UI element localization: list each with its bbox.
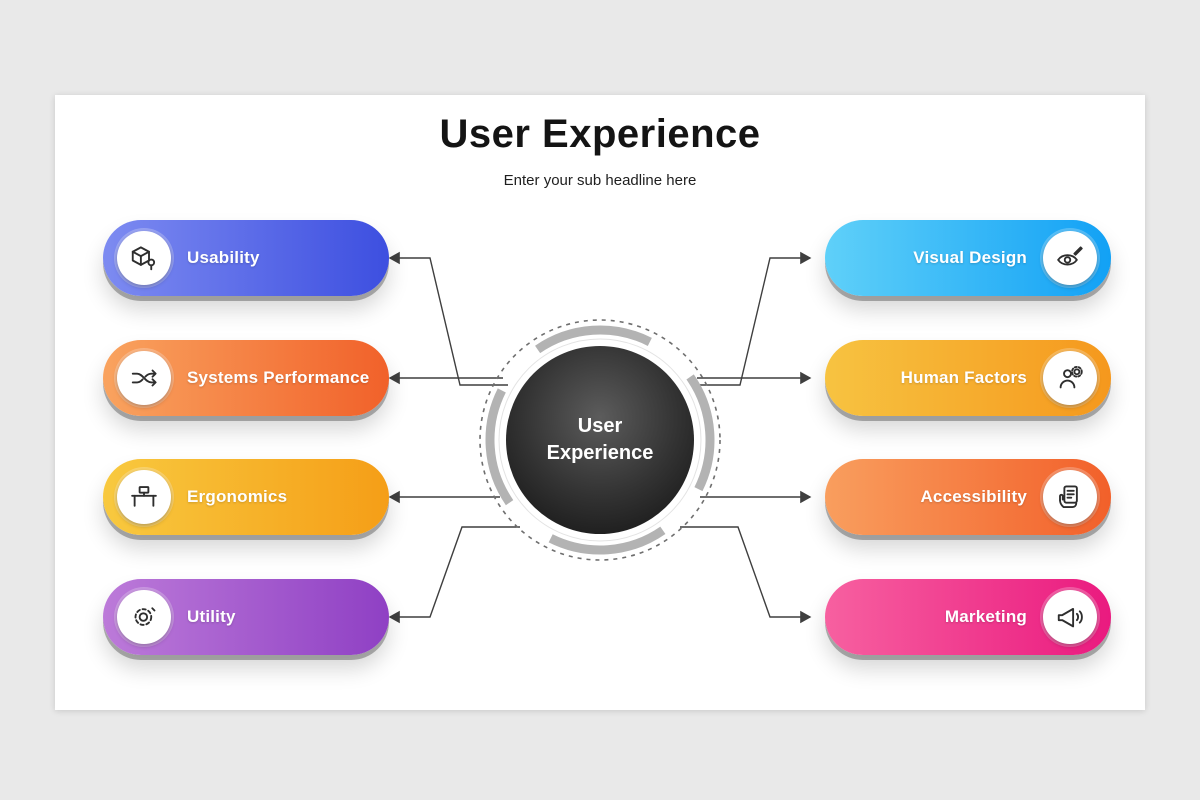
- person-gear-icon: [1043, 351, 1097, 405]
- node-ergonomics: Ergonomics: [103, 459, 389, 535]
- arc-ring: [485, 325, 715, 555]
- shuffle-arrows-icon: [117, 351, 171, 405]
- page-title: User Experience: [439, 112, 761, 156]
- node-accessibility: Accessibility: [825, 459, 1111, 535]
- center-label-line1: User: [577, 415, 623, 437]
- node-label: Utility: [187, 607, 236, 626]
- node-label: Marketing: [944, 607, 1027, 626]
- node-label: Visual Design: [913, 248, 1027, 267]
- page-subtitle: Enter your sub headline here: [503, 172, 697, 189]
- center-label-line2: Experience: [546, 442, 654, 464]
- node-systems-performance: Systems Performance: [103, 340, 389, 416]
- node-label: Human Factors: [900, 368, 1027, 387]
- node-visual-design: Visual Design: [825, 220, 1111, 296]
- hand-device-icon: [1043, 470, 1097, 524]
- node-utility: Utility: [103, 579, 389, 655]
- node-label: Usability: [187, 248, 260, 267]
- center-label: User Experience: [470, 310, 730, 570]
- dashed-ring: [479, 319, 721, 561]
- dark-circle: [506, 346, 694, 534]
- node-label: Accessibility: [920, 487, 1027, 506]
- node-marketing: Marketing: [825, 579, 1111, 655]
- node-usability: Usability: [103, 220, 389, 296]
- cube-touch-icon: [117, 231, 171, 285]
- node-human-factors: Human Factors: [825, 340, 1111, 416]
- megaphone-icon: [1043, 590, 1097, 644]
- node-label: Ergonomics: [187, 487, 288, 506]
- eye-pencil-icon: [1043, 231, 1097, 285]
- workstation-icon: [117, 470, 171, 524]
- node-label: Systems Performance: [187, 368, 370, 387]
- center-circle: [479, 319, 721, 561]
- gear-icon: [117, 590, 171, 644]
